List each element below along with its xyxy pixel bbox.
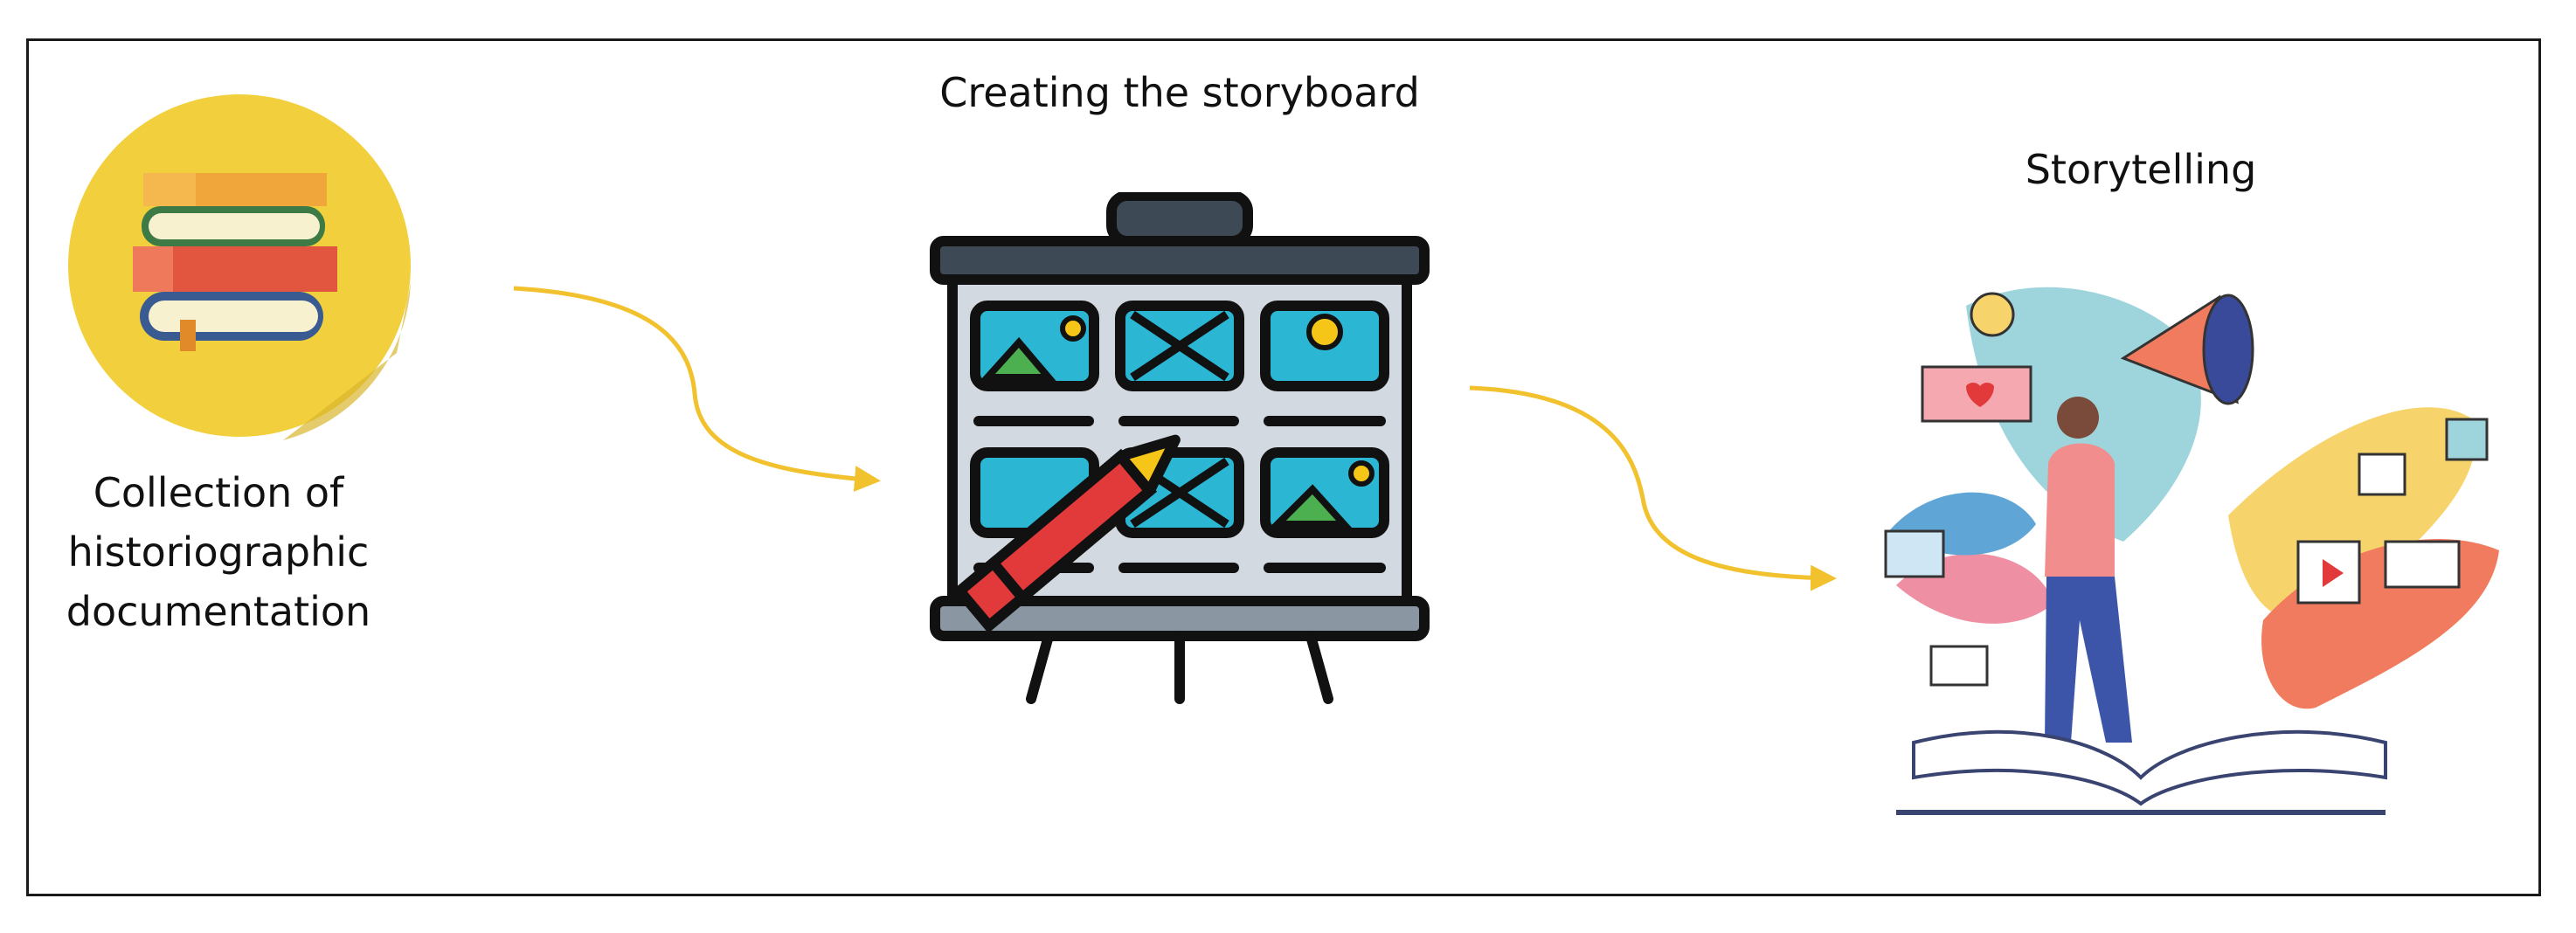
step-label-line: Collection of: [93, 469, 344, 516]
books-icon: [68, 94, 411, 440]
step-label-collection: Collection of historiographic documentat…: [26, 463, 411, 641]
arrow-collection-to-storyboard: [513, 286, 881, 492]
step-label-line: historiographic: [67, 529, 370, 576]
step-label-storytelling: Storytelling: [2025, 146, 2257, 193]
storyboard-easel-icon: [930, 192, 1430, 704]
arrow-storyboard-to-storytelling: [1469, 385, 1837, 591]
step-label-line: documentation: [66, 588, 371, 635]
diagram-frame: [26, 38, 2541, 896]
step-label-storyboard: Creating the storyboard: [939, 69, 1420, 116]
storytelling-person-megaphone-icon: [1884, 287, 2499, 815]
